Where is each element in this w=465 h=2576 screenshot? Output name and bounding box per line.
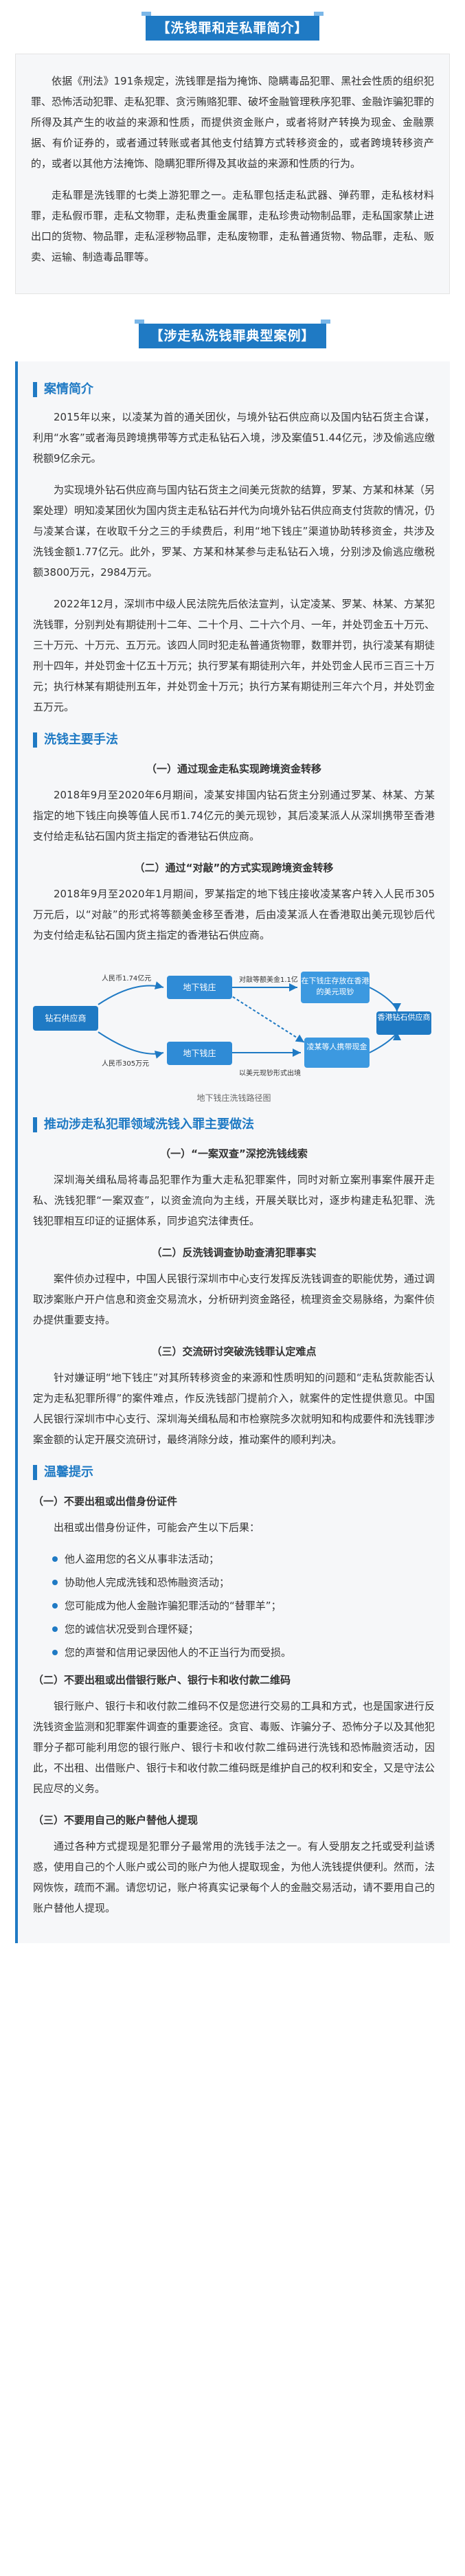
flow-label: 人民币305万元 (102, 1060, 150, 1068)
node-buyer: 钻石供应商 (33, 1006, 98, 1031)
method-subtitle: （一）通过现金走私实现跨境资金转移 (146, 763, 321, 775)
case-paragraph: 为实现境外钻石供应商与国内钻石货主之间美元货款的结算，罗某、方某和林某（另案处理… (33, 484, 435, 579)
tip-bullet-list: 他人盗用您的名义从事非法活动； 协助他人完成洗钱和恐怖融资活动； 您可能成为他人… (33, 1549, 435, 1663)
tip-paragraph: 银行账户、银行卡和收付款二维码不仅是您进行交易的工具和方式，也是国家进行反洗钱资… (33, 1700, 435, 1795)
tip-subtitle: （一）不要出租或出借身份证件 (33, 1495, 178, 1508)
bullet-icon (52, 1580, 58, 1585)
section1-paragraph: 依据《刑法》191条规定，洗钱罪是指为掩饰、隐瞒毒品犯罪、黑社会性质的组织犯罪、… (31, 75, 434, 170)
section2-title: 【涉走私洗钱罪典型案例】 (135, 320, 330, 348)
bullet-icon (52, 1626, 58, 1632)
flow-label: 人民币1.74亿元 (102, 975, 152, 983)
title-bar-icon (33, 1117, 37, 1132)
bullet-text: 您可能成为他人金融诈骗犯罪活动的“替罪羊”； (65, 1600, 282, 1612)
case-panel: 案情简介 2015年以来，以凌某为首的通关团伙，与境外钻石供应商以及国内钻石货主… (15, 361, 450, 1943)
node-ling: 凌某等人携带现金 (304, 1038, 370, 1068)
case-paragraph: 2022年12月，深圳市中级人民法院先后依法宣判，认定凌某、罗某、林某、方某犯洗… (33, 598, 435, 713)
method-title-text: 洗钱主要手法 (44, 732, 118, 747)
case-paragraph: 2015年以来，以凌某为首的通关团伙，与境外钻石供应商以及国内钻石货主合谋，利用… (33, 411, 435, 464)
method-title: 洗钱主要手法 (33, 728, 435, 752)
list-item: 您可能成为他人金融诈骗犯罪活动的“替罪羊”； (33, 1595, 435, 1616)
title-bar-icon (33, 732, 37, 748)
section1-paragraph: 走私罪是洗钱罪的七类上游犯罪之一。走私罪包括走私武器、弹药罪，走私核材料罪，走私… (31, 189, 434, 263)
title-bar-icon (33, 1465, 37, 1480)
node-bank-2: 地下钱庄 (167, 1042, 232, 1065)
list-item: 您的声誉和信用记录因他人的不正当行为而受损。 (33, 1642, 435, 1663)
case-title-text: 案情简介 (44, 382, 93, 396)
bullet-text: 您的声誉和信用记录因他人的不正当行为而受损。 (65, 1646, 292, 1659)
page: 【洗钱罪和走私罪简介】 依据《刑法》191条规定，洗钱罪是指为掩饰、隐瞒毒品犯罪… (0, 12, 465, 1943)
method-subtitle: （二）通过“对敲”的方式实现跨境资金转移 (134, 862, 334, 874)
title-bar-icon (33, 382, 37, 397)
promote-subtitle: （三）交流研讨突破洗钱罪认定难点 (151, 1345, 317, 1358)
promote-title: 推动涉走私犯罪领域洗钱入罪主要做法 (33, 1113, 435, 1136)
list-item: 您的诚信状况受到合理怀疑； (33, 1619, 435, 1639)
promote-paragraph: 案件侦办过程中，中国人民银行深圳市中心支行发挥反洗钱调查的职能优势，通过调取涉案… (33, 1273, 435, 1326)
node-hk-supplier: 香港钻石供应商 (376, 1011, 431, 1035)
method-paragraph: 2018年9月至2020年6月期间，凌某安排国内钻石货主分别通过罗某、林某、方某… (33, 789, 435, 842)
flow-caption: 地下钱庄洗钱路径图 (196, 1093, 271, 1103)
bullet-icon (52, 1603, 58, 1609)
section1-panel: 依据《刑法》191条规定，洗钱罪是指为掩饰、隐瞒毒品犯罪、黑社会性质的组织犯罪、… (15, 54, 450, 294)
bullet-icon (52, 1650, 58, 1655)
promote-paragraph: 针对嫌证明“地下钱庄”对其所转移资金的来源和性质明知的问题和“走私货款能否认定为… (33, 1371, 435, 1446)
bullet-text: 您的诚信状况受到合理怀疑； (65, 1623, 199, 1635)
promote-subtitle: （二）反洗钱调查协助查清犯罪事实 (151, 1246, 317, 1259)
node-bank: 地下钱庄 (167, 976, 232, 999)
promote-paragraph: 深圳海关缉私局将毒品犯罪作为重大走私犯罪案件，同时对新立案刑事案件展开走私、洗钱… (33, 1174, 435, 1227)
case-title: 案情简介 (33, 378, 435, 401)
tips-title-text: 温馨提示 (44, 1465, 93, 1479)
list-item: 协助他人完成洗钱和恐怖融资活动； (33, 1572, 435, 1593)
section2-heading: 【涉走私洗钱罪典型案例】 (0, 320, 465, 352)
tips-title: 温馨提示 (33, 1461, 435, 1484)
tip-subtitle: （二）不要出租或出借银行账户、银行卡和收付款二维码 (33, 1674, 291, 1686)
money-flow-diagram: 钻石供应商 地下钱庄 地下钱庄 在下钱庄存放在香港的美元现钞 凌某等人携带现金 … (33, 956, 435, 1087)
flow-arrows (98, 981, 401, 1059)
tip-subtitle: （三）不要用自己的账户替他人提现 (33, 1814, 199, 1826)
flow-label: 以美元现钞形式出境 (239, 1070, 301, 1077)
promote-subtitle: （一）“一案双查”深挖洗钱线索 (160, 1147, 308, 1160)
bullet-text: 协助他人完成洗钱和恐怖融资活动； (65, 1576, 230, 1589)
method-paragraph: 2018年9月至2020年1月期间，罗某指定的地下钱庄接收凌某客户转入人民币30… (33, 888, 435, 941)
list-item: 他人盗用您的名义从事非法活动； (33, 1549, 435, 1569)
tip-paragraph: 通过各种方式提现是犯罪分子最常用的洗钱手法之一。有人受朋友之托或受利益诱惑，使用… (33, 1840, 435, 1914)
promote-title-text: 推动涉走私犯罪领域洗钱入罪主要做法 (44, 1117, 254, 1132)
tip-intro: 出租或出借身份证件，可能会产生以下后果： (54, 1521, 260, 1534)
flow-label: 对敲等额美金1.1亿 (239, 976, 298, 984)
section1-title: 【洗钱罪和走私罪简介】 (141, 12, 324, 41)
node-hk-cash: 在下钱庄存放在香港的美元现钞 (301, 972, 370, 1003)
bullet-icon (52, 1556, 58, 1562)
bullet-text: 他人盗用您的名义从事非法活动； (65, 1553, 220, 1565)
section1-heading: 【洗钱罪和走私罪简介】 (0, 12, 465, 44)
